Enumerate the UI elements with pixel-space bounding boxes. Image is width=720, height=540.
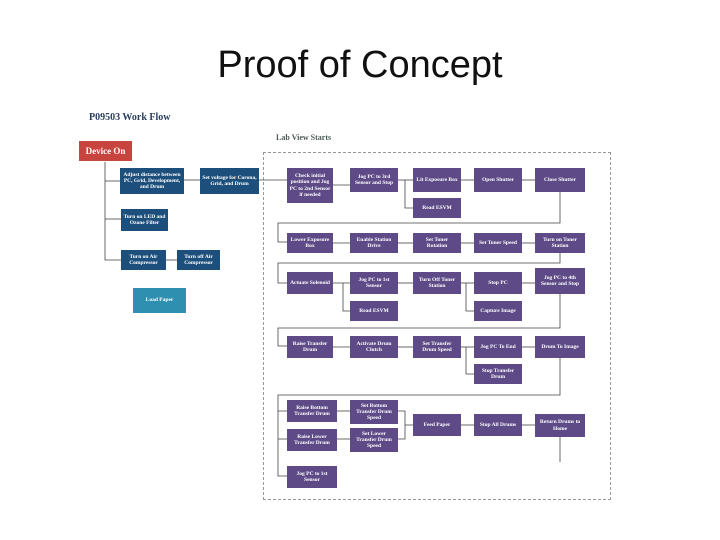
labview-dashed-region [263, 152, 611, 500]
jog-pc-3rd-sensor-box: Jog PC to 3rd Sensor and Stop [350, 168, 398, 192]
turn-off-air-box: Turn off Air Compressor [177, 250, 220, 270]
set-toner-speed-box: Set Toner Speed [474, 233, 522, 253]
open-shutter-box: Open Shutter [474, 168, 522, 192]
set-bottom-speed-box: Set Bottom Transfer Drum Speed [350, 400, 398, 424]
set-transfer-speed-box: Set Transfer Drum Speed [413, 336, 461, 358]
connector [104, 162, 121, 261]
device-on-box: Device On [79, 141, 132, 161]
read-esvm-box: Read ESVM [350, 301, 398, 321]
stop-pc-box: Stop PC [474, 272, 522, 294]
actuate-solenoid-box: Actuate Solenoid [287, 272, 333, 294]
stop-transfer-drum-box: Stop Transfer Drum [474, 364, 522, 384]
capture-image-box: Capture Image [474, 301, 522, 321]
feed-paper-box: Feed Paper [413, 414, 461, 436]
set-lower-speed-box: Set Lower Transfer Drum Speed [350, 428, 398, 452]
slide-title: Proof of Concept [217, 44, 503, 86]
adjust-distance-box: Adjust distance between PC, Grid, Develo… [120, 168, 184, 194]
enable-station-box: Enable Station Drive [350, 233, 398, 253]
turn-off-toner-box: Turn Off Toner Station [413, 272, 461, 294]
close-shutter-box: Close Shutter [535, 168, 585, 192]
turn-on-toner-box: Turn on Toner Station [535, 233, 585, 253]
jog-pc-1st-sensor-box: Jog PC to 1st Sensor [287, 466, 337, 488]
turn-on-air-box: Turn on Air Compressor [121, 250, 166, 270]
jog-pc-end-box: Jog PC To End [474, 336, 522, 358]
check-initial-box: Check initial position and Jog PC to 2nd… [287, 168, 333, 203]
lit-exposure-box: Lit Exposure Box [413, 168, 461, 192]
jog-pc-1st-sensor-box: Jog PC to 1st Sensor [350, 272, 398, 294]
drum-to-image-box: Drum To Image [535, 336, 585, 358]
return-drums-box: Return Drums to Home [535, 414, 585, 437]
read-esvm-box: Read ESVM [413, 198, 461, 218]
set-toner-rotation-box: Set Toner Rotation [413, 233, 461, 253]
turn-on-led-box: Turn on LED and Ozone Filter [121, 209, 168, 231]
stop-all-drums-box: Stop All Drums [474, 414, 522, 436]
workflow-title: P09503 Work Flow [89, 112, 171, 123]
activate-drum-clutch-box: Activate Drum Clutch [350, 336, 398, 358]
raise-bottom-drum-box: Raise Bottom Transfer Drum [287, 400, 337, 422]
jog-pc-4th-sensor-box: Jog PC to 4th Sensor and Stop [535, 268, 585, 294]
raise-transfer-drum-box: Raise Transfer Drum [287, 336, 333, 358]
labview-title: Lab View Starts [276, 133, 332, 142]
raise-lower-drum-box: Raise Lower Transfer Drum [287, 429, 337, 451]
load-paper-box: Load Paper [133, 288, 186, 313]
lower-exposure-box: Lower Exposure Box [287, 233, 333, 253]
set-voltage-box: Set voltage for Corona, Grid, and Drum [200, 168, 259, 194]
